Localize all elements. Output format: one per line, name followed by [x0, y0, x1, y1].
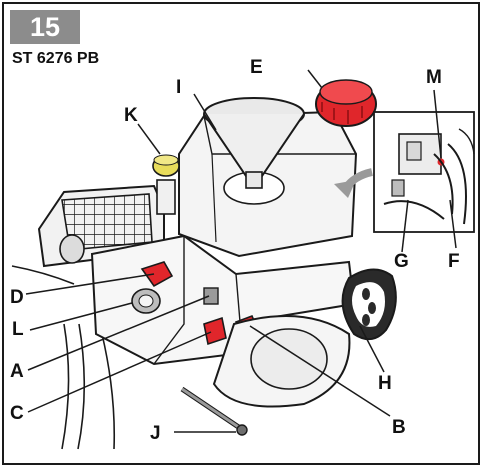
lower-housing [212, 315, 351, 408]
label-h: H [378, 373, 392, 394]
figure-number-badge: 15 [10, 10, 80, 44]
stop-switch [203, 287, 219, 305]
label-a: A [10, 361, 24, 382]
funnel [203, 97, 305, 189]
label-b: B [392, 417, 406, 438]
fuel-cap [315, 79, 377, 127]
starter-handle [341, 268, 397, 341]
inset-detail [373, 111, 475, 233]
label-e: E [250, 57, 263, 78]
label-d: D [10, 287, 24, 308]
inset-arrow [334, 168, 373, 198]
oil-drain-rod [180, 386, 248, 436]
primer-button [131, 288, 161, 314]
label-g: G [394, 251, 409, 272]
model-name: ST 6276 PB [12, 50, 100, 67]
oil-cap [152, 154, 180, 215]
label-f: F [448, 251, 460, 272]
choke-knob [140, 261, 174, 288]
leader-lines [25, 69, 457, 433]
label-k: K [124, 105, 138, 126]
engine-illustration [11, 69, 475, 450]
fuel-valve [203, 316, 227, 346]
figure-frame: 15 ST 6276 PB [2, 2, 480, 465]
label-c: C [10, 403, 24, 424]
label-i: I [176, 77, 182, 98]
label-l: L [12, 319, 24, 340]
label-j: J [150, 423, 161, 444]
label-m: M [426, 67, 442, 88]
